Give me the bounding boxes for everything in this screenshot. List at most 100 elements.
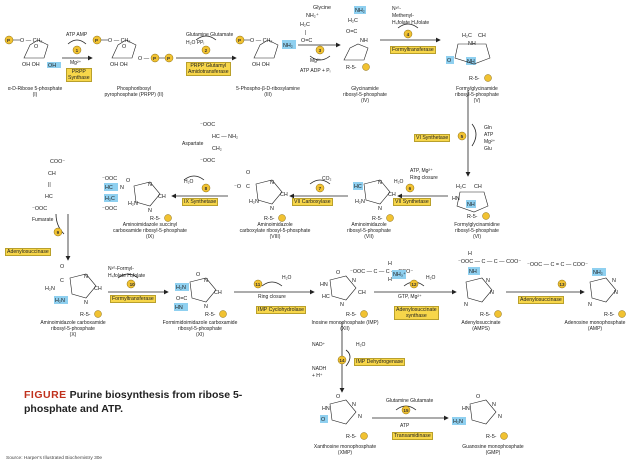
svg-text:R-5-: R-5- xyxy=(264,216,275,222)
figure-title: Purine biosynthesis from ribose 5-phosph… xyxy=(24,389,243,415)
reagent-step-4: N¹⁰- xyxy=(392,6,401,12)
svg-text:NH₂: NH₂ xyxy=(355,8,365,14)
svg-text:Glycine: Glycine xyxy=(313,5,331,11)
svg-text:3: 3 xyxy=(319,48,322,53)
reagent-step-6: ATP, Mg²⁺ xyxy=(410,168,433,174)
formylglycinamidine-structure: H₂C CH HN NH R-5- xyxy=(452,184,490,220)
svg-text:O — CH₂: O — CH₂ xyxy=(250,38,272,44)
svg-text:O: O xyxy=(122,44,126,50)
svg-text:⁻OOC: ⁻OOC xyxy=(200,158,215,164)
svg-text:O: O xyxy=(34,44,38,50)
prpp-structure: P O — CH₂ O OH OH O — P P xyxy=(92,35,174,68)
svg-text:CH₂: CH₂ xyxy=(212,146,222,152)
svg-text:|: | xyxy=(305,30,306,36)
svg-text:N: N xyxy=(378,180,382,186)
svg-text:O: O xyxy=(476,394,480,400)
svg-text:N: N xyxy=(588,302,592,308)
reagent-step-12b: GTP, Mg²⁺ xyxy=(398,294,422,300)
svg-text:H₂C: H₂C xyxy=(456,184,466,190)
svg-text:11: 11 xyxy=(255,282,260,287)
reagent-step-14: NAD⁺ xyxy=(312,342,326,348)
svg-text:H: H xyxy=(468,251,472,257)
reagent-step-11: H₂O xyxy=(282,275,292,281)
svg-text:5: 5 xyxy=(461,134,464,139)
faicar-structure: H₂N O=C HN O N CH N R-5- xyxy=(174,272,227,318)
step-number-6: 6 xyxy=(405,183,415,193)
step-number-9: 9 xyxy=(53,227,63,237)
svg-text:P: P xyxy=(153,56,156,61)
imp-structure: O HN HC N CH N R-5- xyxy=(320,270,368,318)
step-number-15: 15 xyxy=(401,405,411,415)
source-credit: Source: Harper's Illustrated Biochemistr… xyxy=(6,456,103,461)
reagent-step-4b: Methenyl- xyxy=(392,13,414,19)
svg-text:N: N xyxy=(378,206,382,212)
svg-text:N: N xyxy=(358,414,362,420)
enzyme-vii-carboxylase: VII Carboxylase xyxy=(292,198,333,206)
fumarate-2-structure: ⁻OOC — C = C — COO⁻ xyxy=(527,262,588,268)
svg-text:H₂N: H₂N xyxy=(453,419,463,425)
svg-text:9: 9 xyxy=(57,230,60,235)
svg-text:N: N xyxy=(612,278,616,284)
svg-text:R-5-: R-5- xyxy=(604,312,615,318)
svg-text:H₂N: H₂N xyxy=(249,199,259,205)
svg-text:NH: NH xyxy=(360,38,368,44)
svg-text:HC: HC xyxy=(322,294,330,300)
svg-text:N: N xyxy=(148,208,152,214)
reagent-step-1: ATP AMP xyxy=(66,32,88,38)
compound-name-gmp: Guanosine monophosphate(GMP) xyxy=(462,444,524,456)
svg-text:H₂N: H₂N xyxy=(128,201,138,207)
svg-text:C: C xyxy=(60,278,64,284)
step-number-10: 10 xyxy=(126,279,136,289)
reagent-step-14b: H₂O xyxy=(356,342,366,348)
svg-text:14: 14 xyxy=(339,358,345,363)
pathway-arrows xyxy=(55,23,585,421)
succinylcarboxamide-structure: ⁻OOC HC — NH₂ CH₂ ⁻OOC ⁻OOC HC H₂C ⁻OOC … xyxy=(102,122,238,222)
enzyme-formyltransferase-2: Formyltransferase xyxy=(110,295,156,303)
svg-text:HN: HN xyxy=(462,406,470,412)
svg-text:N: N xyxy=(84,274,88,280)
svg-text:2: 2 xyxy=(205,48,208,53)
svg-text:O — CH₂: O — CH₂ xyxy=(108,38,130,44)
reagent-step-5b: ATP xyxy=(484,132,494,138)
svg-text:NH₃⁺: NH₃⁺ xyxy=(393,272,406,278)
compound-name-xii: Inosine monophosphate (IMP)(XII) xyxy=(311,320,379,332)
svg-text:H: H xyxy=(388,277,392,283)
svg-text:OH OH: OH OH xyxy=(22,62,40,68)
step-number-3: 3 xyxy=(315,45,325,55)
svg-text:10: 10 xyxy=(130,282,136,287)
svg-text:CH: CH xyxy=(280,192,288,198)
reagent-step-3c: ATP ADP + Pᵢ xyxy=(300,68,331,74)
svg-text:HC: HC xyxy=(45,194,53,200)
svg-text:O: O xyxy=(336,270,340,276)
svg-text:H₂N: H₂N xyxy=(176,285,186,291)
svg-text:15: 15 xyxy=(403,408,409,413)
formylglycinamide-structure: H₂C CH NH O NH R-5- xyxy=(446,33,492,82)
svg-text:O: O xyxy=(196,272,200,278)
svg-text:HN: HN xyxy=(175,305,183,311)
svg-text:CH: CH xyxy=(478,33,486,39)
enzyme-adenylosuccinase-2: Adenylosuccinase xyxy=(518,296,564,304)
compound-name-xiv: Adenosine monophosphate(AMP) xyxy=(564,320,626,332)
enzyme-imp-cyclohydrolase: IMP Cyclohydrolase xyxy=(256,306,307,314)
amp-structure: NH₂ N N N R-5- xyxy=(588,268,626,318)
step-number-7: 7 xyxy=(315,183,325,193)
step-number-5: 5 xyxy=(457,131,467,141)
svg-text:O —: O — xyxy=(138,56,150,62)
svg-text:7: 7 xyxy=(319,186,322,191)
svg-text:H₂C: H₂C xyxy=(462,33,472,39)
svg-text:N: N xyxy=(352,402,356,408)
ribosylamine-structure: P O — CH₂ NH₂ OH OH xyxy=(235,35,296,68)
svg-text:N: N xyxy=(486,278,490,284)
reagent-step-8b: H₂O xyxy=(184,179,194,185)
enzyme-formyltransferase-1: Formyltransferase xyxy=(390,46,436,54)
svg-text:R-5-: R-5- xyxy=(480,312,491,318)
svg-text:N: N xyxy=(120,185,124,191)
svg-text:R-5-: R-5- xyxy=(469,76,480,82)
svg-text:HC: HC xyxy=(354,184,362,190)
svg-text:N: N xyxy=(464,302,468,308)
amps-structure: H ⁻OOC — C — C — COO⁻ NH N N N R-5- xyxy=(458,251,521,318)
